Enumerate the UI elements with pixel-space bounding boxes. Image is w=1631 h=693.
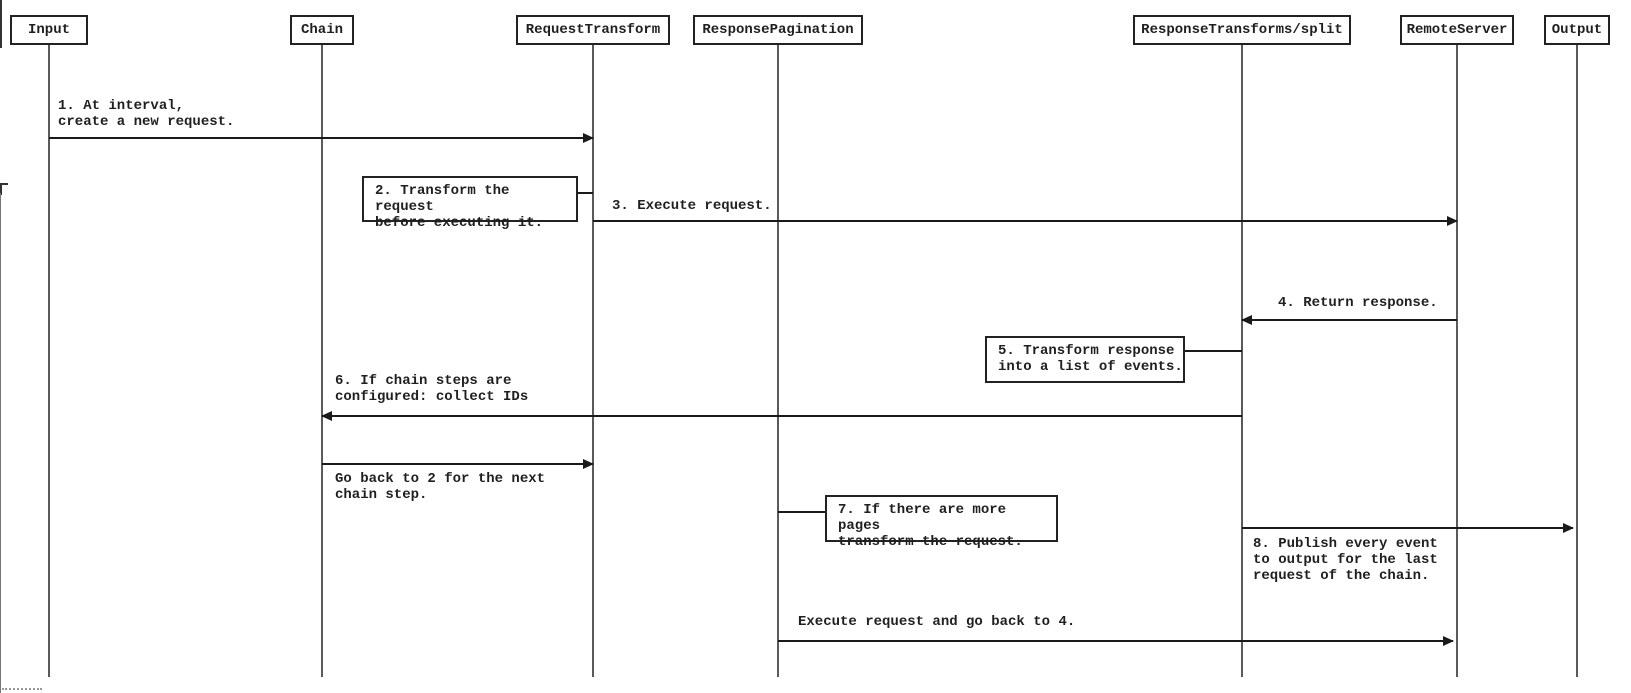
message-1-label: 1. At interval, create a new request. — [58, 98, 235, 130]
note-2: 2. Transform the request before executin… — [362, 176, 578, 231]
lifeline-chain — [321, 45, 323, 677]
arrowhead-right-icon — [1563, 523, 1574, 533]
message-6-arrow — [321, 411, 1242, 421]
note-7-connector — [778, 511, 825, 513]
note-7: 7. If there are more pages transform the… — [825, 495, 1058, 550]
bottom-left-fragment — [2, 688, 42, 690]
participant-label: Chain — [300, 22, 343, 38]
lifeline-response-pagination — [777, 45, 779, 677]
participant-request-transform: RequestTransform — [516, 15, 670, 45]
message-1-arrow — [49, 133, 594, 143]
message-3-label: 3. Execute request. — [612, 198, 772, 214]
lifeline-response-transforms-split — [1241, 45, 1243, 677]
participant-label: ResponseTransforms/split — [1141, 22, 1343, 38]
note-5-connector — [1185, 350, 1242, 352]
message-8-label: 8. Publish every event to output for the… — [1253, 536, 1438, 584]
left-border-line — [0, 193, 1, 693]
lifeline-request-transform — [592, 45, 594, 677]
go-back-label: Go back to 2 for the next chain step. — [335, 471, 546, 503]
arrowhead-right-icon — [583, 133, 594, 143]
participant-output: Output — [1544, 15, 1610, 45]
message-6-label: 6. If chain steps are configured: collec… — [335, 373, 529, 405]
execute-again-label: Execute request and go back to 4. — [798, 614, 1076, 630]
participant-response-pagination: ResponsePagination — [693, 15, 863, 45]
note-2-connector — [578, 192, 593, 194]
note-5: 5. Transform response into a list of eve… — [985, 336, 1185, 383]
left-border-top-fragment — [0, 0, 2, 48]
participant-chain: Chain — [290, 15, 354, 45]
message-4-arrow — [1241, 315, 1457, 325]
participant-input: Input — [10, 15, 88, 45]
arrowhead-right-icon — [583, 459, 594, 469]
message-8-arrow — [1242, 523, 1574, 533]
arrowhead-right-icon — [1447, 216, 1458, 226]
participant-label: Input — [27, 22, 70, 38]
execute-again-arrow — [778, 636, 1454, 646]
message-4-label: 4. Return response. — [1278, 295, 1438, 311]
participant-label: RemoteServer — [1406, 22, 1508, 38]
participant-label: ResponsePagination — [702, 22, 854, 38]
arrowhead-left-icon — [321, 411, 332, 421]
participant-label: RequestTransform — [525, 22, 661, 38]
lifeline-input — [48, 45, 50, 677]
participant-remote-server: RemoteServer — [1400, 15, 1514, 45]
lifeline-remote-server — [1456, 45, 1458, 677]
arrowhead-right-icon — [1443, 636, 1454, 646]
arrowhead-left-icon — [1241, 315, 1252, 325]
left-border-tick — [0, 183, 8, 195]
message-3-arrow — [593, 216, 1458, 226]
participant-response-transforms-split: ResponseTransforms/split — [1133, 15, 1351, 45]
go-back-arrow — [322, 459, 594, 469]
lifeline-output — [1576, 45, 1578, 677]
participant-label: Output — [1551, 22, 1603, 38]
